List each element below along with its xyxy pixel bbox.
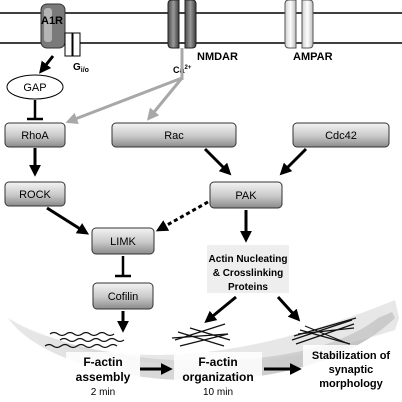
gap-label: GAP xyxy=(23,82,46,94)
stabilization-line-1: Stabilization of xyxy=(312,350,391,362)
organization-label-bg xyxy=(174,352,262,386)
stabilization-label-bg xyxy=(303,345,400,391)
organization-line-1: F-actin xyxy=(198,355,237,369)
calcium-label: Ca2+ xyxy=(173,65,192,75)
actin-filaments-assembly xyxy=(44,331,125,349)
inhibit-gap-rhoa xyxy=(27,100,43,121)
stabilization-line-2: synaptic xyxy=(329,364,374,376)
gio-label: Gi/o xyxy=(73,62,89,74)
actin-nucleating-node xyxy=(207,245,289,293)
pak-node xyxy=(209,181,283,209)
cdc42-node xyxy=(292,122,390,148)
arrow-cdc42-to-pak xyxy=(279,147,308,176)
rac-node xyxy=(111,122,237,148)
assembly-time: 2 min xyxy=(91,387,115,398)
organization-time: 10 min xyxy=(203,387,233,398)
rock-label: ROCK xyxy=(19,189,51,201)
assembly-line-1: F-actin xyxy=(83,355,122,369)
assembly-line-2: assembly xyxy=(76,370,131,384)
pak-label: PAK xyxy=(235,190,257,202)
actin-filaments-organization xyxy=(171,323,231,347)
nucleating-line-2: & Crosslinking xyxy=(213,268,284,279)
arrow-rac-to-pak xyxy=(203,147,232,176)
stabilization-line-3: morphology xyxy=(319,378,383,390)
arrow-rock-to-limk xyxy=(46,206,90,235)
arrow-nucleating-to-organization xyxy=(204,295,237,324)
gap-node xyxy=(6,74,64,100)
calcium-influx-arrows xyxy=(65,48,184,125)
ampar-label: AMPAR xyxy=(293,51,333,63)
rock-node xyxy=(4,181,66,207)
arrow-nucleating-to-stabilization xyxy=(276,295,301,322)
a1r-label: A1R xyxy=(41,15,63,27)
rhoa-label: RhoA xyxy=(21,130,49,142)
cofilin-label: Cofilin xyxy=(108,291,139,303)
progression-swoosh-shadow xyxy=(10,300,399,365)
arrow-a1r-to-gap xyxy=(39,55,55,74)
ampar-channel xyxy=(284,0,314,49)
actin-filaments-stabilization xyxy=(291,317,357,345)
assembly-label-bg xyxy=(66,352,140,386)
nmdar-channel xyxy=(167,0,197,49)
nmdar-label: NMDAR xyxy=(197,51,238,63)
rhoa-node xyxy=(4,122,66,148)
organization-line-2: organization xyxy=(182,370,253,384)
rac-label: Rac xyxy=(164,130,184,142)
nucleating-line-3: Proteins xyxy=(228,282,268,293)
inhibit-limk-cofilin xyxy=(115,256,131,278)
nucleating-line-1: Actin Nucleating xyxy=(209,254,288,265)
a1r-receptor xyxy=(40,3,66,49)
limk-node xyxy=(91,227,155,255)
limk-label: LIMK xyxy=(110,236,136,248)
gio-protein xyxy=(64,32,81,57)
cdc42-label: Cdc42 xyxy=(325,130,357,142)
cofilin-node xyxy=(92,282,154,310)
arrow-pak-to-limk xyxy=(155,200,209,232)
